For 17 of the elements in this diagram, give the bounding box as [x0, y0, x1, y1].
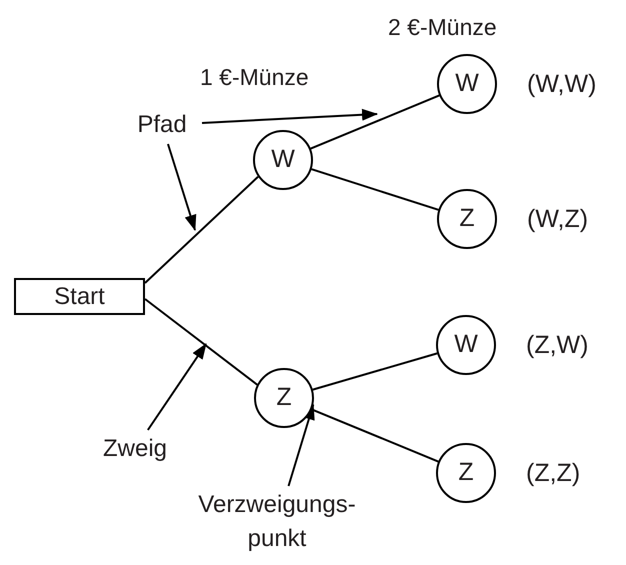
start-box: Start	[14, 278, 145, 315]
leader-arrow	[202, 108, 378, 124]
branch-line	[311, 168, 439, 211]
annotation-text: Zweig	[88, 432, 182, 466]
branch-line	[144, 176, 259, 284]
leader-arrow	[167, 144, 196, 231]
outcome-pair: (Z,W)	[526, 330, 588, 361]
leader-arrow	[147, 343, 207, 431]
branch-line	[144, 298, 258, 386]
branch-line	[312, 352, 438, 391]
annotation-text: Verzweigungs- punkt	[192, 488, 362, 556]
stage-label: 2 €-Münze	[388, 13, 497, 42]
outcome-pair: (Z,Z)	[526, 458, 580, 489]
annotation-text: Pfad	[124, 108, 200, 142]
stage-label: 1 €-Münze	[200, 63, 309, 92]
outcome-pair: (W,W)	[527, 69, 596, 100]
outcome-pair: (W,Z)	[527, 204, 588, 235]
